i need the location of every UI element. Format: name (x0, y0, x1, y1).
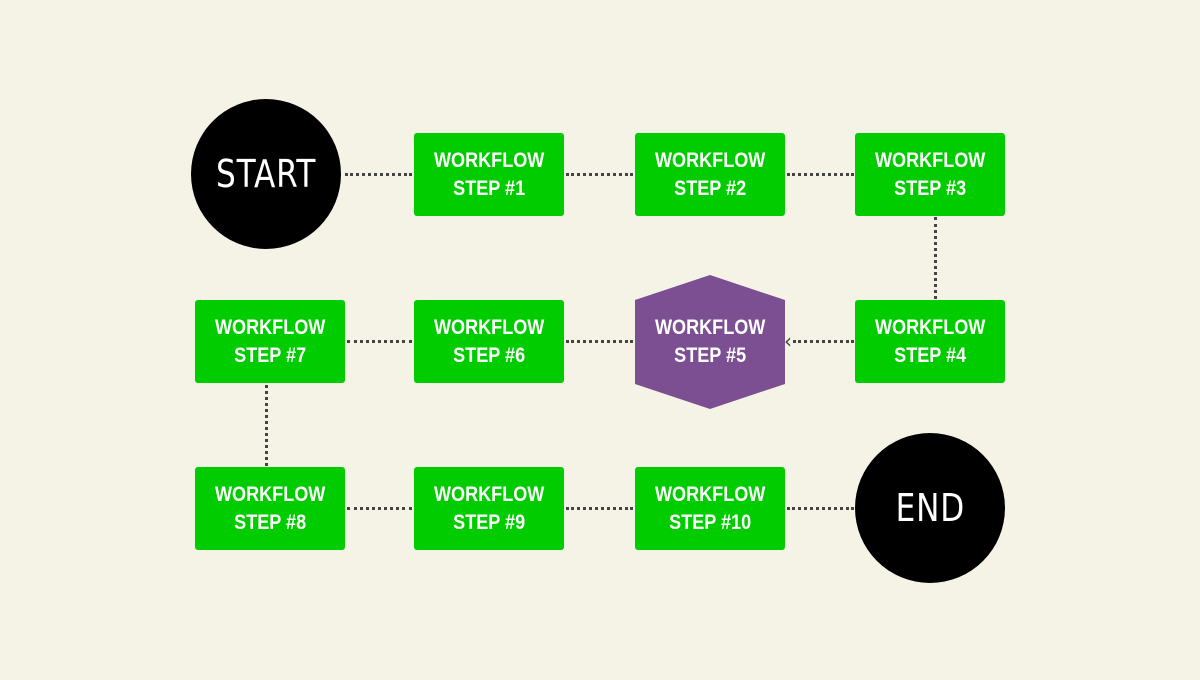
step-label: WORKFLOW STEP #3 (874, 148, 986, 200)
connector-step3-step4 (934, 217, 937, 299)
workflow-step-6: WORKFLOW STEP #6 (414, 300, 564, 383)
step-label: WORKFLOW STEP #7 (214, 315, 326, 367)
connector-step2-step3 (787, 173, 854, 176)
workflow-step-2: WORKFLOW STEP #2 (635, 133, 785, 216)
step-label: WORKFLOW STEP #2 (654, 148, 766, 200)
connector-step8-step9 (347, 507, 412, 510)
connector-start-step1 (345, 173, 412, 176)
end-node: END (855, 433, 1005, 583)
step-label: WORKFLOW STEP #4 (874, 315, 986, 367)
connector-step6-step7 (347, 340, 412, 343)
connector-step9-step10 (566, 507, 633, 510)
connector-step7-step8 (265, 385, 268, 466)
step-label: WORKFLOW STEP #10 (654, 482, 766, 534)
connector-step5-step6 (566, 340, 633, 343)
workflow-step-3: WORKFLOW STEP #3 (855, 133, 1005, 216)
workflow-step-10: WORKFLOW STEP #10 (635, 467, 785, 550)
start-label: START (215, 152, 317, 196)
end-label: END (895, 486, 965, 530)
connector-step4-step5 (793, 340, 854, 343)
workflow-step-4: WORKFLOW STEP #4 (855, 300, 1005, 383)
connector-step10-end (787, 507, 854, 510)
workflow-step-9: WORKFLOW STEP #9 (414, 467, 564, 550)
workflow-step-7: WORKFLOW STEP #7 (195, 300, 345, 383)
connector-step1-step2 (566, 173, 633, 176)
workflow-step-1: WORKFLOW STEP #1 (414, 133, 564, 216)
step-label: WORKFLOW STEP #5 (654, 316, 766, 367)
arrowhead-left-icon: ‹ (784, 329, 792, 353)
step-label: WORKFLOW STEP #9 (433, 482, 545, 534)
step-label: WORKFLOW STEP #8 (214, 482, 326, 534)
workflow-step-5-hexagon: WORKFLOW STEP #5 (635, 275, 785, 409)
start-node: START (191, 99, 341, 249)
step-label: WORKFLOW STEP #1 (433, 148, 545, 200)
step-label: WORKFLOW STEP #6 (433, 315, 545, 367)
workflow-step-8: WORKFLOW STEP #8 (195, 467, 345, 550)
